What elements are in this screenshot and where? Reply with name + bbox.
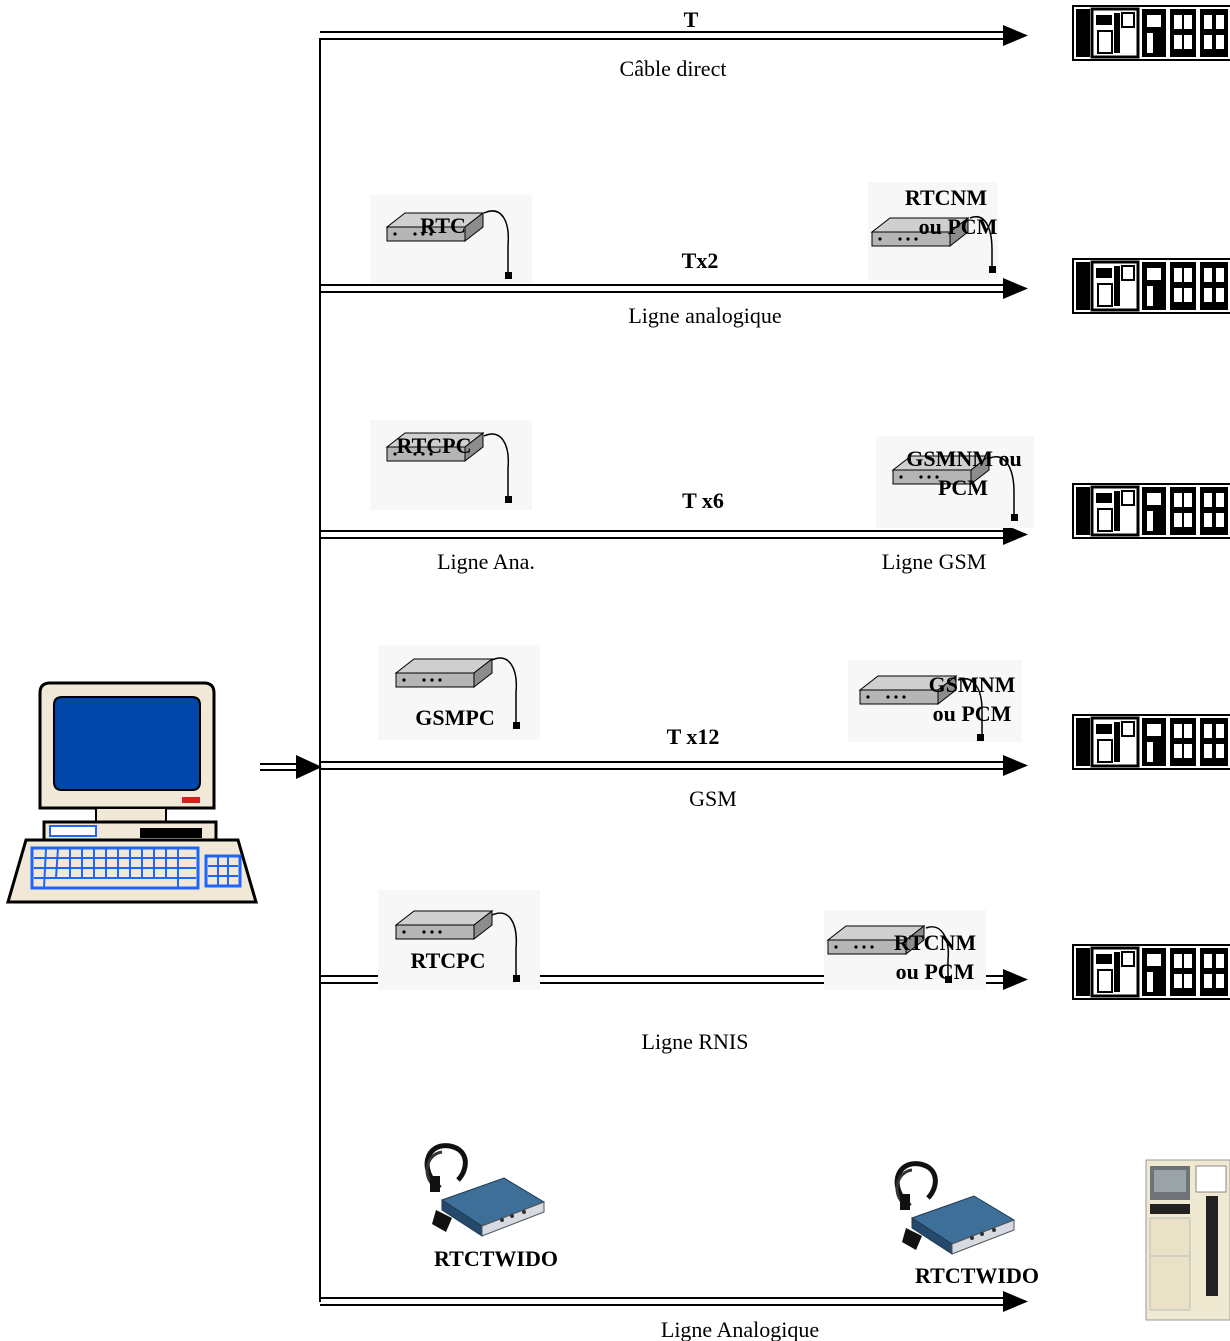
link-analog-line: Tx2 Ligne analogique RTC RTCNM ou PCM xyxy=(320,182,1230,328)
modem-label-line2: ou PCM xyxy=(933,701,1012,726)
modem-label-line1: RTCNM xyxy=(894,930,977,955)
plc-rack-icon xyxy=(1072,944,1230,1000)
modem-label-line2: ou PCM xyxy=(919,214,998,239)
desktop-computer-icon xyxy=(6,681,258,904)
speed-label: Tx2 xyxy=(682,248,719,273)
link-gsm: T x12 GSM GSMPC GSMNM ou PCM xyxy=(320,645,1230,811)
arrow-head xyxy=(1003,25,1028,46)
arrow-head xyxy=(1003,1291,1028,1312)
twido-modem-icon xyxy=(897,1164,1014,1254)
line-left-label: Ligne Ana. xyxy=(437,549,535,574)
modem-label-line1: RTCNM xyxy=(905,185,988,210)
modem-label: RTCPC xyxy=(396,433,471,458)
modem-gsmpc: GSMPC xyxy=(378,645,540,740)
modem-label-line2: PCM xyxy=(938,475,988,500)
arrow-head xyxy=(1003,524,1028,545)
speed-label: T x6 xyxy=(682,488,724,513)
arrow-head xyxy=(1003,278,1028,299)
modem-icon xyxy=(395,658,493,688)
modem-rtc: RTC xyxy=(370,195,532,283)
modem-icon xyxy=(395,910,493,940)
link-twido-analog-line: Ligne Analogique RTCTWIDO RTCTWIDO xyxy=(320,1146,1230,1341)
modem-rtcnm-2: RTCNM ou PCM xyxy=(824,910,986,990)
twido-modem-left: RTCTWIDO xyxy=(427,1146,558,1271)
modem-label-line2: ou PCM xyxy=(896,959,975,984)
line-type-label: Ligne analogique xyxy=(628,303,781,328)
modem-label: RTCTWIDO xyxy=(434,1246,558,1271)
modem-label-line1: GSMNM xyxy=(929,672,1016,697)
twido-modem-icon xyxy=(427,1146,544,1236)
modem-rtcpc: RTCPC xyxy=(370,420,532,510)
arrow-head xyxy=(1003,755,1028,776)
plc-rack-icon xyxy=(1072,483,1230,539)
line-type-label: Ligne RNIS xyxy=(642,1029,749,1054)
link-direct-cable: T Câble direct xyxy=(320,5,1230,81)
modem-label: RTCTWIDO xyxy=(915,1263,1039,1288)
modem-label: RTCPC xyxy=(410,948,485,973)
computer-connector xyxy=(260,755,322,779)
line-type-label: Ligne GSM xyxy=(882,549,987,574)
speed-label: T xyxy=(684,7,699,32)
arrow-head xyxy=(1003,969,1028,990)
plc-rack-icon xyxy=(1072,258,1230,314)
twido-modem-right: RTCTWIDO xyxy=(897,1164,1039,1288)
line-type-label: GSM xyxy=(689,786,737,811)
modem-gsmnm: GSMNM ou PCM xyxy=(876,436,1034,528)
modem-gsmnm-2: GSMNM ou PCM xyxy=(848,660,1022,742)
link-gsm-line: T x6 Ligne Ana. Ligne GSM RTCPC GSMNM ou… xyxy=(320,420,1230,574)
plc-rack-icon xyxy=(1072,714,1230,770)
modem-rtcnm: RTCNM ou PCM xyxy=(868,182,998,280)
speed-label: T x12 xyxy=(667,724,720,749)
modem-rtcpc-2: RTCPC xyxy=(378,890,540,990)
twido-controller-icon xyxy=(1145,1159,1230,1321)
link-rnis-line: Ligne RNIS RTCPC RTCNM ou PCM xyxy=(320,890,1230,1054)
modem-label-line1: GSMNM ou xyxy=(906,446,1022,471)
modem-label: GSMPC xyxy=(415,705,494,730)
line-type-label: Ligne Analogique xyxy=(661,1317,819,1341)
modem-label: RTC xyxy=(420,213,466,238)
plc-rack-icon xyxy=(1072,5,1230,61)
line-type-label: Câble direct xyxy=(620,56,727,81)
